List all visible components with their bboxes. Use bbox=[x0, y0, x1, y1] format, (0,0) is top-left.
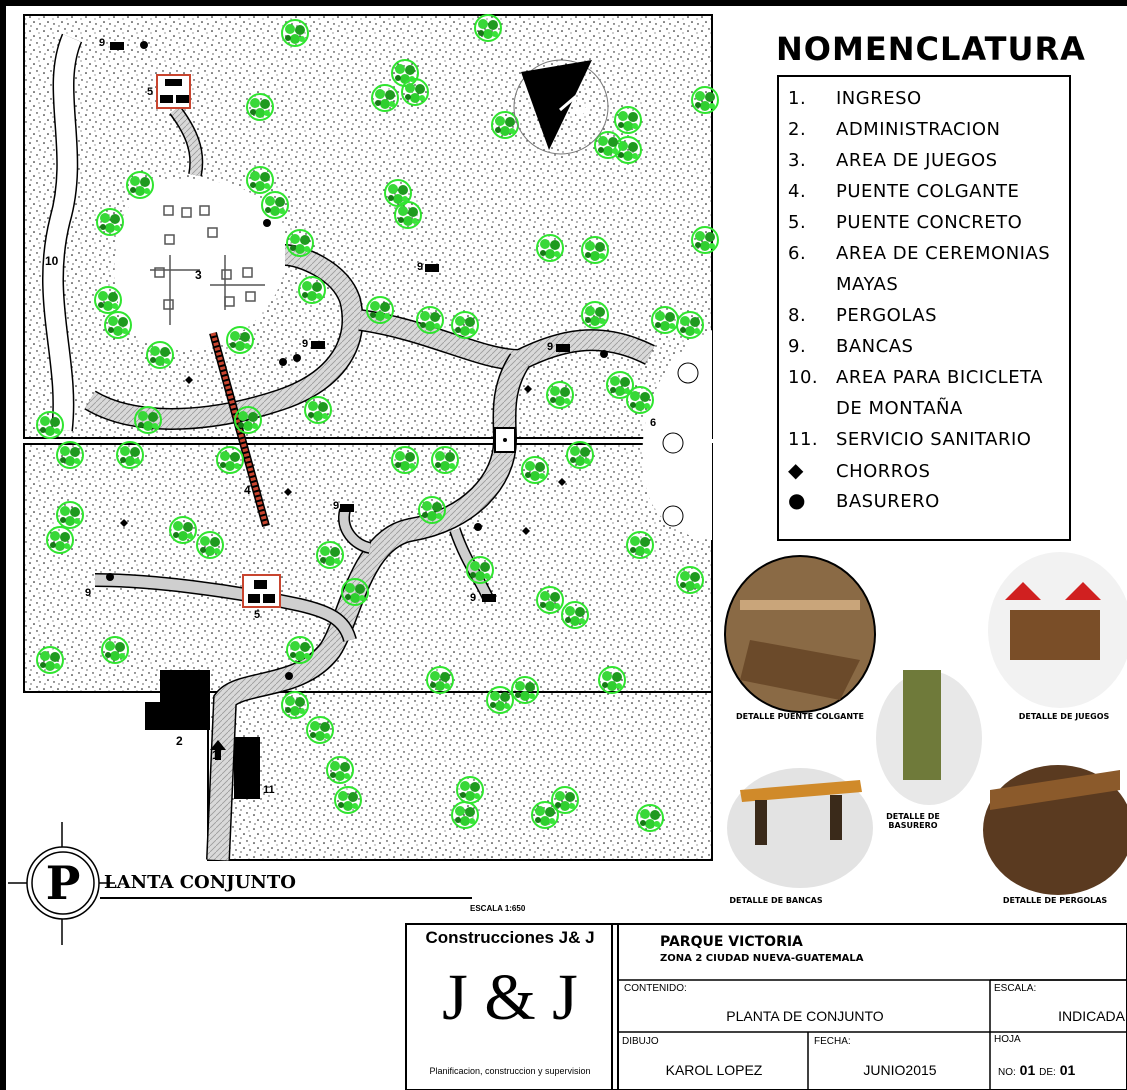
circle-icon: ● bbox=[788, 488, 806, 512]
legend-item-number: 6. bbox=[788, 243, 807, 264]
legend-item-number: 9. bbox=[788, 336, 807, 357]
plan-scale: ESCALA 1:650 bbox=[470, 904, 526, 913]
label-puente-colgante: 4 bbox=[244, 483, 251, 497]
label-bicicleta: 10 bbox=[45, 254, 59, 268]
label-banca: 9 bbox=[302, 338, 309, 350]
legend-item: 4. PUENTE COLGANTE bbox=[788, 181, 1019, 202]
label-banca: 9 bbox=[85, 587, 92, 599]
detail-caption-juegos: DETALLE DE JUEGOS bbox=[1018, 712, 1110, 721]
company-name: Construcciones J& J bbox=[425, 928, 595, 947]
legend-item-number: 10. bbox=[788, 367, 819, 388]
legend-item: 5. PUENTE CONCRETO bbox=[788, 212, 1022, 233]
detail-caption-puente: DETALLE PUENTE COLGANTE bbox=[736, 712, 864, 721]
project-name: PARQUE VICTORIA bbox=[660, 934, 803, 950]
legend-item-label: SERVICIO SANITARIO bbox=[836, 429, 1032, 450]
label-ingreso: 1 bbox=[212, 748, 219, 762]
legend-item-number: 11. bbox=[788, 429, 819, 450]
project-location: ZONA 2 CIUDAD NUEVA-GUATEMALA bbox=[660, 953, 864, 964]
legend-item-label: AREA DE JUEGOS bbox=[836, 150, 998, 171]
legend-item-number: 4. bbox=[788, 181, 807, 202]
diamond-icon: ◆ bbox=[788, 458, 804, 482]
label-puente-concreto-bottom: 5 bbox=[254, 609, 261, 621]
legend-item-label: PERGOLAS bbox=[836, 305, 938, 326]
label-banca: 9 bbox=[470, 592, 477, 604]
detail-images bbox=[724, 552, 1127, 895]
label-banca: 9 bbox=[99, 37, 106, 49]
legend-item-number: 3. bbox=[788, 150, 807, 171]
legend-item: 3. AREA DE JUEGOS bbox=[788, 150, 998, 171]
title-block-frame bbox=[405, 923, 1127, 1090]
sheet-number-row: NO: 01 DE: 01 bbox=[998, 1062, 1075, 1078]
legend-item-number: 5. bbox=[788, 212, 807, 233]
drawn-label: DIBUJO bbox=[622, 1036, 659, 1047]
legend-item-label: DE MONTAÑA bbox=[836, 398, 963, 419]
plan-title: LANTA CONJUNTO bbox=[104, 872, 296, 893]
legend-item: 10. AREA PARA BICICLETA bbox=[788, 367, 1043, 388]
detail-caption-basurero: DETALLE DE BASURERO bbox=[886, 812, 940, 830]
sheet-total: 01 bbox=[1059, 1062, 1076, 1078]
company-logo: J & J bbox=[442, 961, 578, 1034]
legend-symbol: ◆ CHORROS bbox=[788, 458, 930, 482]
sheet-of-label: DE: bbox=[1039, 1067, 1056, 1078]
detail-caption-bancas: DETALLE DE BANCAS bbox=[729, 896, 823, 905]
legend-item-label: ADMINISTRACION bbox=[836, 119, 1001, 140]
legend-item: 1. INGRESO bbox=[788, 88, 922, 109]
north-arrow-icon bbox=[513, 59, 609, 155]
legend-item: 2. ADMINISTRACION bbox=[788, 119, 1001, 140]
label-sanitario: 11 bbox=[263, 784, 275, 796]
legend-symbol-label: BASURERO bbox=[836, 491, 940, 512]
legend-title: NOMENCLATURA bbox=[776, 30, 1086, 68]
legend-item-number: 1. bbox=[788, 88, 807, 109]
legend-item: 8. PERGOLAS bbox=[788, 305, 937, 326]
scale-value: INDICADA bbox=[1058, 1008, 1125, 1024]
legend-item: 6. AREA DE CEREMONIAS bbox=[788, 243, 1050, 264]
legend-item-label: BANCAS bbox=[836, 336, 914, 357]
legend-item-label: MAYAS bbox=[836, 274, 899, 295]
legend-item-number: 8. bbox=[788, 305, 807, 326]
legend-item: 11. SERVICIO SANITARIO bbox=[788, 429, 1031, 450]
legend-item: MAYAS bbox=[788, 274, 898, 295]
label-juegos: 3 bbox=[195, 268, 202, 282]
legend-item-label: INGRESO bbox=[836, 88, 922, 109]
legend-item-number: 2. bbox=[788, 119, 807, 140]
date-label: FECHA: bbox=[814, 1036, 851, 1047]
date-value: JUNIO2015 bbox=[863, 1062, 937, 1078]
legend-item: DE MONTAÑA bbox=[788, 398, 963, 419]
sheet-label: HOJA bbox=[994, 1034, 1021, 1045]
content-value: PLANTA DE CONJUNTO bbox=[726, 1008, 884, 1024]
plan-title-badge bbox=[8, 822, 472, 945]
legend-item: 9. BANCAS bbox=[788, 336, 913, 357]
sheet-no-label: NO: bbox=[998, 1067, 1016, 1078]
legend-item-label: AREA PARA BICICLETA bbox=[836, 367, 1043, 388]
content-label: CONTENIDO: bbox=[624, 983, 687, 994]
label-banca: 9 bbox=[333, 500, 340, 512]
legend-box bbox=[777, 75, 1071, 541]
company-tagline: Planificacion, construccion y supervisio… bbox=[429, 1066, 591, 1076]
label-puente-concreto-top: 5 bbox=[147, 86, 154, 98]
label-ceremonias: 6 bbox=[650, 417, 657, 429]
plan-title-initial: P bbox=[45, 856, 81, 910]
drawn-value: KAROL LOPEZ bbox=[665, 1062, 763, 1078]
scale-label: ESCALA: bbox=[994, 983, 1037, 994]
legend-item-label: PUENTE CONCRETO bbox=[836, 212, 1023, 233]
legend-item-label: AREA DE CEREMONIAS bbox=[836, 243, 1051, 264]
legend-symbol-label: CHORROS bbox=[836, 461, 931, 482]
sheet-no: 01 bbox=[1019, 1062, 1036, 1078]
legend-symbol: ● BASURERO bbox=[788, 488, 940, 512]
label-administracion: 2 bbox=[176, 734, 183, 748]
label-banca: 9 bbox=[547, 341, 554, 353]
legend-item-label: PUENTE COLGANTE bbox=[836, 181, 1020, 202]
detail-caption-pergolas: DETALLE DE PERGOLAS bbox=[1002, 896, 1108, 905]
label-banca: 9 bbox=[417, 261, 424, 273]
